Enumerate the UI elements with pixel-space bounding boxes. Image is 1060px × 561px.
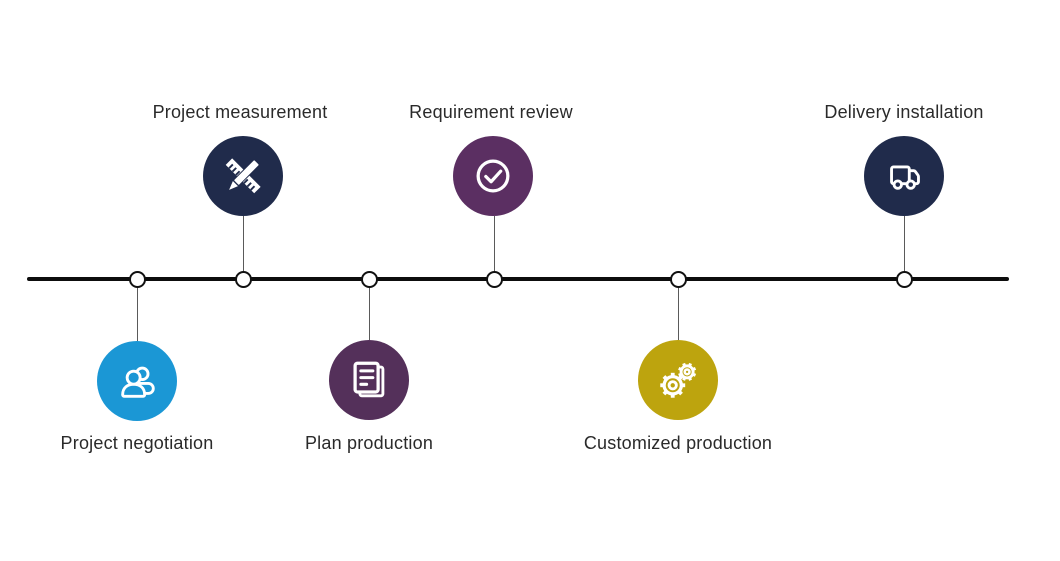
step-label: Delivery installation xyxy=(824,102,984,122)
step-label: Customized production xyxy=(583,433,773,453)
document-icon xyxy=(353,361,385,398)
connector-line xyxy=(493,216,495,277)
timeline-node xyxy=(234,270,252,288)
step-label: Project negotiation xyxy=(60,433,214,453)
step-icon-circle xyxy=(97,341,177,421)
step-icon-circle xyxy=(864,136,944,216)
check-circle-icon xyxy=(476,159,510,193)
step-icon-circle xyxy=(638,340,718,420)
connector-line xyxy=(242,216,244,277)
step-label: Plan production xyxy=(304,433,434,453)
timeline-axis xyxy=(27,277,1009,281)
step-label: Requirement review xyxy=(409,102,573,122)
step-icon-circle xyxy=(453,136,533,216)
timeline-node xyxy=(485,270,503,288)
connector-line xyxy=(903,216,905,277)
timeline-node xyxy=(128,270,146,288)
people-icon xyxy=(121,366,155,398)
gears-icon xyxy=(660,362,697,398)
connector-line xyxy=(136,281,138,341)
timeline-node xyxy=(360,270,378,288)
ruler-pencil-icon xyxy=(225,158,261,194)
step-icon-circle xyxy=(203,136,283,216)
timeline-node xyxy=(669,270,687,288)
connector-line xyxy=(368,281,370,340)
timeline-node xyxy=(895,270,913,288)
truck-icon xyxy=(890,165,920,190)
connector-line xyxy=(677,281,679,340)
step-icon-circle xyxy=(329,340,409,420)
step-label: Project measurement xyxy=(152,102,328,122)
